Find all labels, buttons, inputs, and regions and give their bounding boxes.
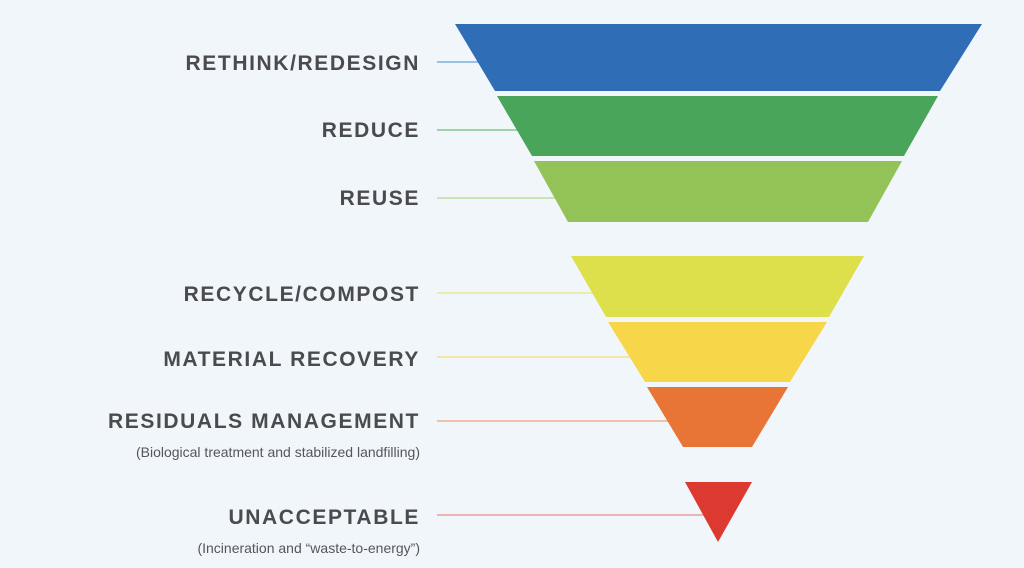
pyramid-tier-material-recovery: [608, 322, 827, 382]
pyramid-tier-unacceptable: [685, 482, 752, 542]
tier-label-recycle-compost: RECYCLE/COMPOST: [183, 283, 420, 306]
tier-label-material-recovery: MATERIAL RECOVERY: [163, 348, 420, 371]
pyramid-tier-recycle-compost: [571, 256, 864, 317]
pyramid-tier-reuse: [534, 161, 902, 222]
pyramid-tier-rethink-redesign: [455, 24, 982, 91]
tier-sublabel-unacceptable: (Incineration and “waste-to-energy”): [197, 540, 420, 556]
tier-label-reduce: REDUCE: [321, 119, 420, 142]
tier-label-reuse: REUSE: [339, 187, 420, 210]
tier-label-unacceptable: UNACCEPTABLE: [228, 506, 420, 529]
tier-label-residuals-management: RESIDUALS MANAGEMENT: [107, 410, 420, 433]
pyramid-tier-reduce: [497, 96, 938, 156]
tier-sublabel-residuals-management: (Biological treatment and stabilized lan…: [135, 444, 420, 460]
pyramid-tier-residuals-management: [647, 387, 788, 447]
tier-label-rethink-redesign: RETHINK/REDESIGN: [185, 52, 420, 75]
